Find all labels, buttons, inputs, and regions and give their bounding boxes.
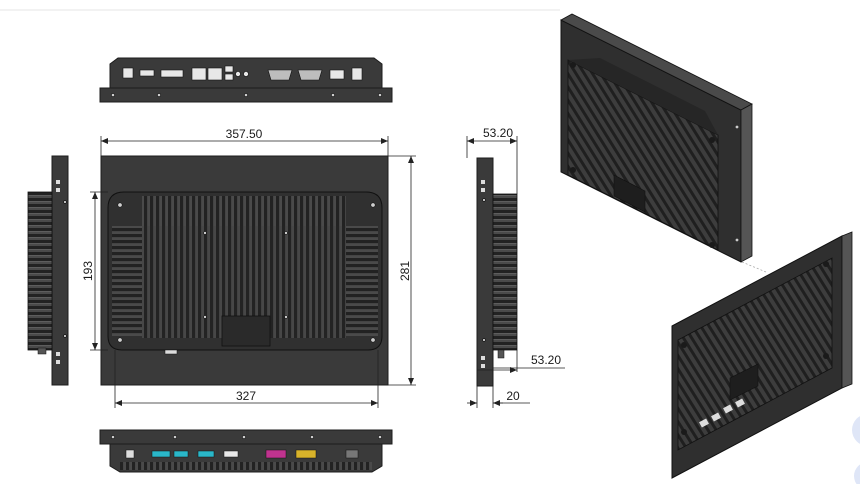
dim-overall-width: 357.50 (100, 127, 389, 156)
dim-overall-height: 281 (388, 155, 416, 386)
rear-heatsink-right-fins (346, 226, 378, 336)
rear-label-plate (221, 315, 271, 347)
accent-circle-lower (854, 464, 860, 484)
dim-label-panel-thickness: 20 (506, 389, 520, 403)
dim-inner-height: 193 (81, 191, 108, 351)
dim-label-inner-height: 193 (81, 261, 95, 281)
dim-label-inner-width: 327 (236, 389, 256, 403)
rear-heatsink-left-fins (112, 226, 142, 336)
dim-inner-width: 327 (114, 350, 379, 408)
dim-label-overall-width: 357.50 (226, 127, 263, 141)
top-view-ports (122, 65, 363, 81)
bottom-view (99, 429, 393, 473)
dim-depth-bottom: 53.20 (477, 350, 565, 373)
rear-view (100, 155, 389, 386)
right-side-view (476, 157, 518, 387)
iso-view-ports (699, 398, 745, 428)
rear-heatsink-top-fins (142, 196, 346, 226)
dim-panel-thickness: 20 (467, 386, 530, 408)
bottom-view-ports (125, 449, 359, 459)
accent-circle-upper (852, 416, 860, 444)
dim-label-depth-top: 53.20 (483, 126, 513, 140)
dim-label-overall-height: 281 (398, 261, 412, 281)
iso-view-bottom (671, 231, 853, 479)
iso-view-rear (560, 13, 753, 263)
dim-label-depth-bottom: 53.20 (531, 353, 561, 367)
left-side-view (27, 155, 69, 386)
top-view (99, 57, 393, 103)
dim-depth-top: 53.20 (466, 126, 518, 194)
